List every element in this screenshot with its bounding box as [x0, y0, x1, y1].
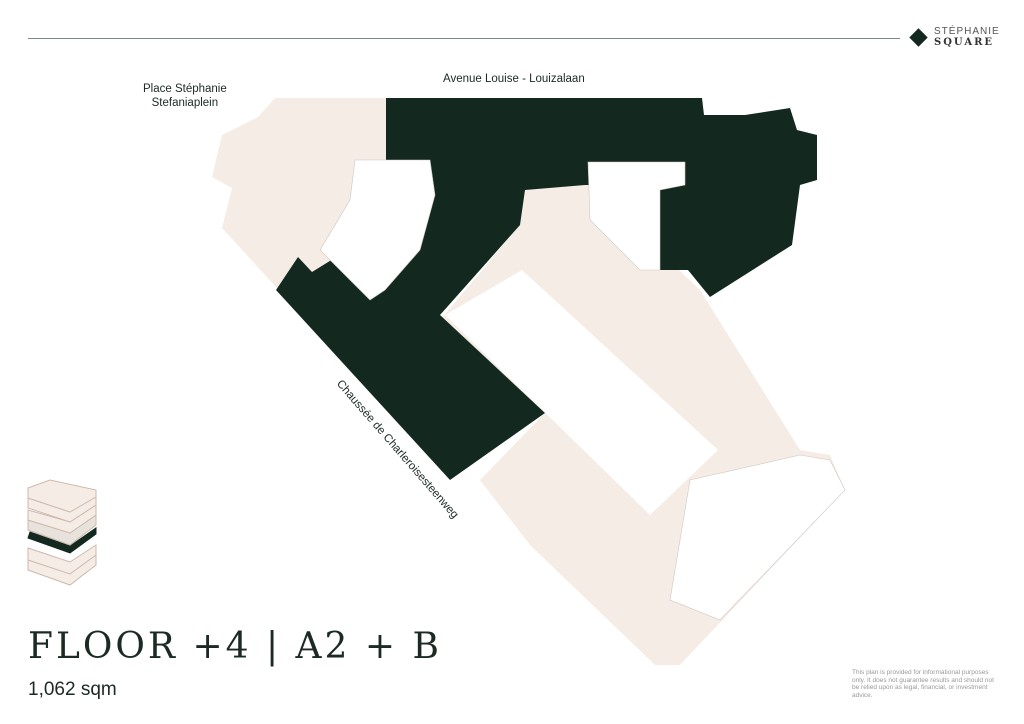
cores	[319, 159, 846, 621]
street-place-stephanie: Place Stéphanie Stefaniaplein	[143, 82, 227, 110]
brand-line1: STÉPHANIE	[934, 26, 1000, 37]
place-line2: Stefaniaplein	[151, 97, 219, 109]
brand-logo: STÉPHANIE SQUARE	[909, 26, 1000, 48]
floor-stack-icon	[27, 479, 97, 586]
floor-area: 1,062 sqm	[28, 679, 117, 700]
place-line1: Place Stéphanie	[143, 83, 227, 95]
available-space[interactable]	[276, 98, 817, 480]
disclaimer: This plan is provided for informational …	[852, 669, 994, 699]
floor-title: FLOOR +4 | A2 + B	[28, 626, 442, 667]
header-rule	[28, 38, 900, 39]
brand-line2: SQUARE	[934, 37, 995, 48]
courtyard	[445, 270, 718, 515]
street-avenue-louise: Avenue Louise - Louizalaan	[443, 73, 585, 85]
